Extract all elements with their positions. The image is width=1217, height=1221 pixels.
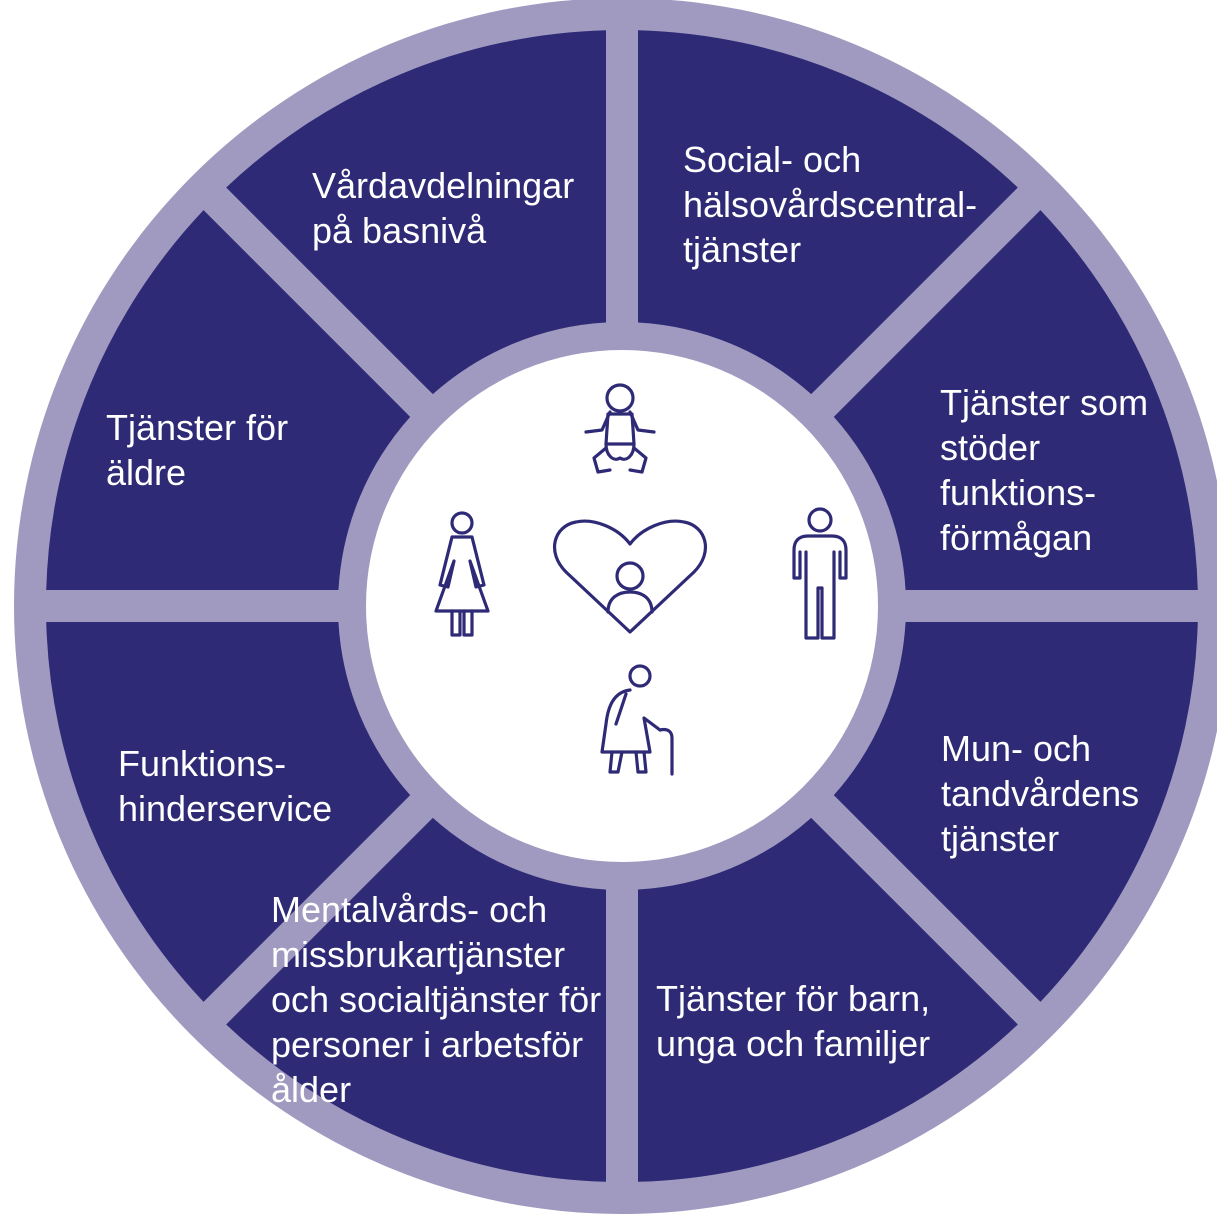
segment-label-line: hälsovårdscentral- xyxy=(683,184,977,225)
elderly-person-icon xyxy=(600,664,674,776)
segment-aldre xyxy=(46,210,411,590)
segment-label-line: förmågan xyxy=(940,517,1092,558)
heart-person-icon xyxy=(553,519,707,634)
segment-label-line: ålder xyxy=(271,1069,351,1110)
segment-label-line: äldre xyxy=(106,452,186,493)
man-icon xyxy=(792,507,848,640)
segment-label-line: stöder xyxy=(940,427,1040,468)
segment-label-line: unga och familjer xyxy=(656,1023,930,1064)
segment-label-line: Tjänster för xyxy=(106,407,288,448)
segment-vardavdelningar xyxy=(226,30,606,395)
segment-label-line: tjänster xyxy=(941,818,1059,859)
segment-label-line: hinderservice xyxy=(118,788,332,829)
segment-label-line: Tjänster som xyxy=(940,382,1148,423)
segment-label-line: tjänster xyxy=(683,229,801,270)
segment-mun-tandvard xyxy=(833,622,1198,1002)
segment-label-line: tandvårdens xyxy=(941,773,1139,814)
segment-label-barn-unga-familjer: Tjänster för barn,unga och familjer xyxy=(656,978,930,1064)
woman-icon xyxy=(434,511,490,637)
segment-social-halsovard xyxy=(638,30,1018,395)
segment-label-line: missbrukartjänster xyxy=(271,934,565,975)
segment-funktionsformaga xyxy=(833,210,1198,590)
segment-label-line: Mun- och xyxy=(941,728,1091,769)
segment-label-line: och socialtjänster för xyxy=(271,979,601,1020)
segment-label-funktionshinder: Funktions-hinderservice xyxy=(118,743,332,829)
segment-label-line: Vårdavdelningar xyxy=(312,165,574,206)
segment-barn-unga-familjer xyxy=(638,817,1018,1182)
baby-icon xyxy=(584,383,656,474)
segment-label-line: Social- och xyxy=(683,139,861,180)
segment-mentalvard-missbruk xyxy=(226,817,606,1182)
segment-label-line: Tjänster för barn, xyxy=(656,978,930,1019)
segment-label-line: på basnivå xyxy=(312,210,487,251)
segment-funktionshinder xyxy=(46,622,411,1002)
segment-label-line: Funktions- xyxy=(118,743,286,784)
segment-label-line: Mentalvårds- och xyxy=(271,889,547,930)
center-circle xyxy=(366,350,878,862)
segment-label-line: funktions- xyxy=(940,472,1096,513)
segment-label-line: personer i arbetsför xyxy=(271,1024,583,1065)
